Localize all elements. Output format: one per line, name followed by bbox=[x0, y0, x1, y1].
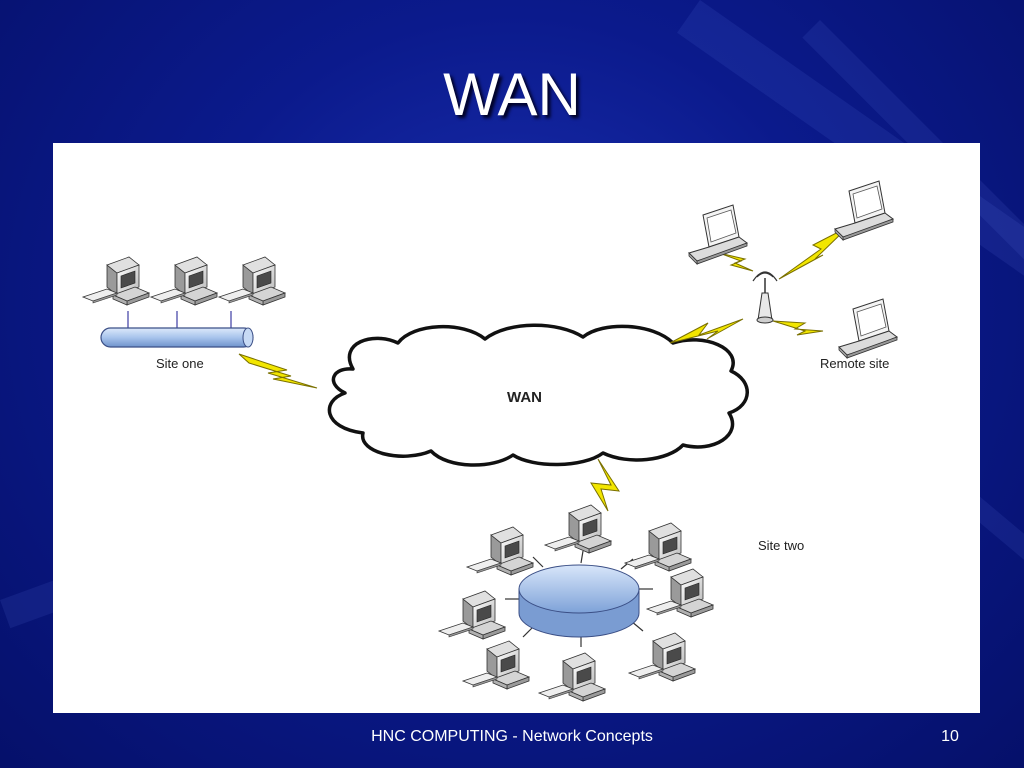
desktop-computer-icon bbox=[624, 522, 692, 572]
site-one-label: Site one bbox=[156, 356, 204, 371]
desktop-computer-icon bbox=[538, 652, 606, 702]
desktop-computer-icon bbox=[462, 640, 530, 690]
page-number: 10 bbox=[941, 728, 959, 745]
network-diagram: Site one WAN Remote site bbox=[82, 180, 898, 702]
slide-title: WAN bbox=[443, 61, 581, 128]
remote-site-group: Remote site bbox=[688, 180, 898, 371]
lightning-link-icon bbox=[590, 458, 621, 512]
desktop-computer-icon bbox=[438, 590, 506, 640]
network-hub-icon bbox=[518, 564, 640, 638]
desktop-computer-icon bbox=[82, 256, 150, 306]
diagram-panel: Site one WAN Remote site bbox=[53, 143, 980, 713]
network-backbone-icon bbox=[100, 327, 254, 348]
desktop-computer-icon bbox=[646, 568, 714, 618]
lightning-link-icon bbox=[669, 318, 744, 344]
site-two-group: Site two bbox=[438, 504, 804, 702]
wan-cloud-icon: WAN bbox=[327, 323, 749, 467]
footer-text: HNC COMPUTING - Network Concepts bbox=[371, 728, 653, 745]
wireless-access-point-icon bbox=[752, 271, 778, 324]
laptop-icon bbox=[834, 180, 894, 241]
lightning-link-icon bbox=[718, 252, 754, 272]
desktop-computer-icon bbox=[150, 256, 218, 306]
laptop-icon bbox=[838, 298, 898, 359]
lightning-link-icon bbox=[238, 353, 318, 389]
laptop-icon bbox=[688, 204, 748, 265]
desktop-computer-icon bbox=[544, 504, 612, 554]
site-two-label: Site two bbox=[758, 538, 804, 553]
desktop-computer-icon bbox=[218, 256, 286, 306]
lightning-link-icon bbox=[772, 320, 824, 336]
desktop-computer-icon bbox=[466, 526, 534, 576]
desktop-computer-icon bbox=[628, 632, 696, 682]
remote-site-label: Remote site bbox=[820, 356, 889, 371]
site-one-group: Site one bbox=[82, 256, 286, 371]
wan-cloud-label: WAN bbox=[507, 389, 542, 406]
